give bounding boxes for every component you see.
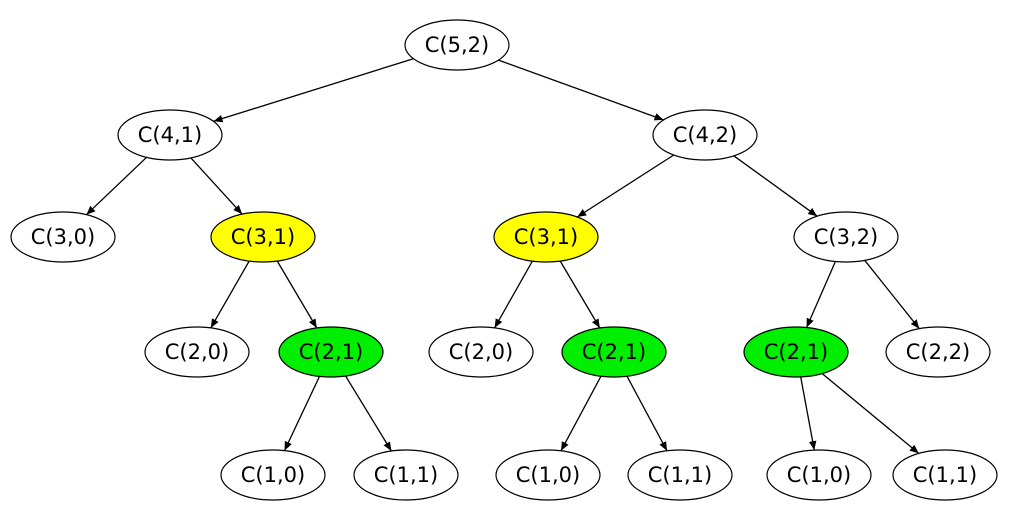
edge-arrow [210,260,250,329]
tree-node: C(3,1) [493,211,599,263]
node-ellipse [278,326,384,378]
tree-node: C(2,1) [278,326,384,378]
node-ellipse [210,211,316,263]
node-label: C(5,2) [425,33,489,57]
edge-arrow [806,261,836,328]
node-ellipse [117,109,223,161]
node-label: C(1,0) [516,463,580,487]
node-label: C(2,2) [906,340,970,364]
tree-node: C(2,0) [428,326,534,378]
tree-node: C(4,2) [652,109,758,161]
node-label: C(2,1) [582,340,646,364]
edge-arrow [345,375,392,452]
tree-node: C(2,0) [144,326,250,378]
edge-arrow [576,154,675,218]
tree-node: C(2,1) [743,326,849,378]
tree-node: C(1,0) [766,449,872,501]
edge-arrow [213,58,414,123]
tree-node: C(2,2) [885,326,991,378]
node-label: C(3,1) [514,225,578,249]
tree-node: C(4,1) [117,109,223,161]
node-label: C(1,0) [241,463,305,487]
edge-arrow [276,260,318,329]
edge-arrow [283,376,321,451]
edge-arrow [864,259,920,330]
edge-arrow [190,157,243,215]
node-label: C(2,1) [764,340,828,364]
node-ellipse [428,326,534,378]
node-ellipse [353,449,459,501]
node-ellipse [220,449,326,501]
node-ellipse [652,109,758,161]
node-ellipse [885,326,991,378]
tree-node: C(5,2) [404,19,510,71]
node-label: C(4,2) [673,123,737,147]
edge-arrow [821,373,920,454]
tree-node: C(1,1) [627,449,733,501]
tree-node: C(1,0) [220,449,326,501]
node-label: C(3,2) [814,225,878,249]
edge-arrow [733,155,818,217]
tree-node: C(3,0) [10,211,116,263]
edge-arrow [626,375,668,452]
node-ellipse [404,19,510,71]
node-ellipse [495,449,601,501]
node-label: C(2,0) [449,340,513,364]
edge-arrow [800,376,817,451]
node-ellipse [144,326,250,378]
node-label: C(3,0) [31,225,95,249]
node-ellipse [766,449,872,501]
node-label: C(1,1) [374,463,438,487]
edge-arrow [560,375,602,452]
tree-node: C(1,1) [892,449,998,501]
node-label: C(1,0) [787,463,851,487]
node-label: C(1,1) [913,463,977,487]
node-label: C(3,1) [231,225,295,249]
edge-arrow [559,260,601,329]
edge-arrow [498,59,664,121]
node-label: C(2,0) [165,340,229,364]
edge-arrow [85,156,148,216]
tree-node: C(2,1) [561,326,667,378]
node-ellipse [561,326,667,378]
edge-arrow [494,260,533,329]
edges-layer [85,58,920,454]
tree-node: C(1,1) [353,449,459,501]
tree-node: C(3,2) [793,211,899,263]
node-ellipse [743,326,849,378]
node-label: C(1,1) [648,463,712,487]
tree-node: C(3,1) [210,211,316,263]
tree-node: C(1,0) [495,449,601,501]
node-label: C(4,1) [138,123,202,147]
nodes-layer: C(5,2) C(4,1) C(4,2) C(3,0) C(3,1) C(3,1) C(3,… [10,19,998,501]
node-label: C(2,1) [299,340,363,364]
node-ellipse [892,449,998,501]
node-ellipse [627,449,733,501]
node-ellipse [10,211,116,263]
node-ellipse [493,211,599,263]
node-ellipse [793,211,899,263]
